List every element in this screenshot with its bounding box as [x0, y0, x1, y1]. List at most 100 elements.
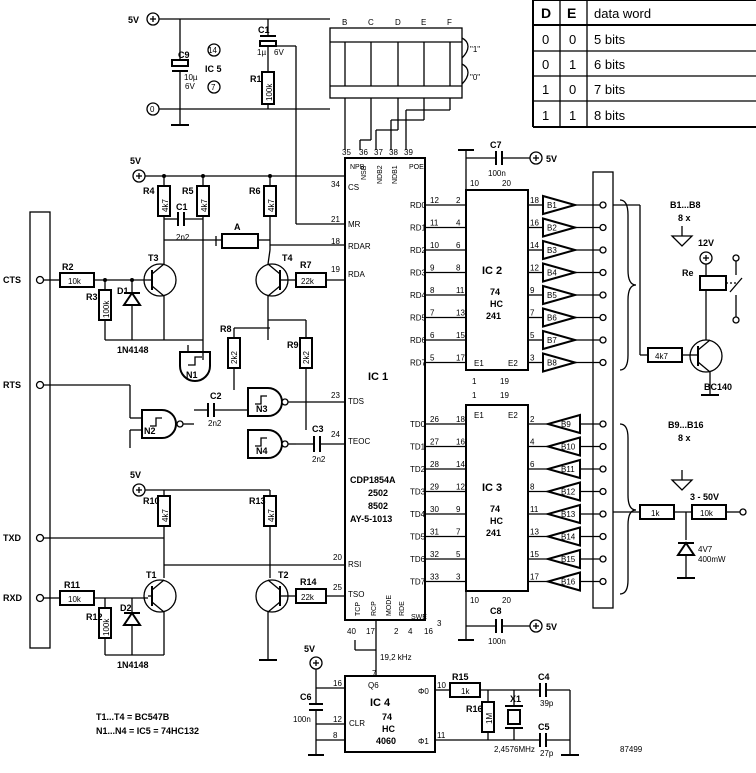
svg-text:C7: C7	[490, 140, 502, 150]
svg-text:10: 10	[470, 596, 479, 605]
buffer-label: B16	[561, 578, 576, 587]
ic1-part: 8502	[368, 501, 388, 511]
svg-text:2k2: 2k2	[302, 351, 311, 364]
ic1-top-pin-num: 37	[374, 148, 383, 157]
switch-d-label: D	[395, 18, 401, 27]
buffer-triangle-icon	[542, 194, 579, 216]
svg-text:4k7: 4k7	[655, 352, 668, 361]
svg-text:TCP: TCP	[355, 602, 362, 616]
ic3-in-pin: 3	[456, 573, 461, 582]
svg-text:8 x: 8 x	[678, 433, 691, 443]
rd-pin-num: 12	[430, 196, 439, 205]
tx-section: 5V R10 R13 4k7 4k7 R11 10k R12 100k D2 1…	[44, 470, 345, 670]
rd-pin-num: 5	[430, 354, 435, 363]
td-pin-label: TD6	[410, 555, 426, 564]
t4: T4 R7 22k	[255, 249, 345, 340]
ic3-out-pin: 13	[530, 528, 539, 537]
buffer-triangle-icon	[542, 284, 579, 306]
table-cell: 0	[542, 32, 549, 47]
svg-text:C6: C6	[300, 692, 312, 702]
svg-text:25: 25	[333, 583, 342, 592]
buffer-triangle-icon	[542, 217, 579, 238]
buffer-triangle-icon	[542, 352, 579, 373]
svg-text:12V: 12V	[698, 238, 714, 248]
svg-text:E1: E1	[474, 359, 484, 368]
svg-text:23: 23	[331, 391, 340, 400]
td-pin-label: TD0	[410, 420, 426, 429]
ic5-label: IC 5	[205, 64, 222, 74]
ic3-in-pin: 9	[456, 505, 461, 514]
ic1-part: AY-5-1013	[350, 514, 392, 524]
svg-text:4060: 4060	[376, 736, 396, 746]
rx-pullups: R4 R5 R6 4k7 4k7 4k7 C1 2n2 A	[143, 176, 345, 360]
svg-text:N2: N2	[144, 426, 156, 436]
svg-text:5V: 5V	[546, 622, 557, 632]
truth-table: D E data word 0 0 5 bits 0 1 6 bits 1 0 …	[532, 0, 756, 128]
buffer-triangle-icon	[542, 307, 579, 328]
ic2-out-pin: 14	[530, 241, 539, 250]
ic3-out-pin: 6	[530, 460, 535, 469]
rd-pin-label: RD4	[410, 291, 427, 300]
svg-text:C8: C8	[490, 606, 502, 616]
ic1-part: 2502	[368, 488, 388, 498]
svg-text:E2: E2	[508, 411, 518, 420]
svg-text:1M: 1M	[485, 713, 494, 724]
table-header-d: D	[541, 5, 551, 21]
table-cell: 6 bits	[594, 57, 626, 72]
td-pin-num: 27	[430, 438, 439, 447]
svg-text:4k7: 4k7	[161, 199, 170, 212]
svg-text:2n2: 2n2	[176, 233, 190, 242]
svg-text:100n: 100n	[293, 715, 311, 724]
table-header-e: E	[567, 5, 576, 21]
svg-text:3: 3	[437, 619, 442, 628]
svg-text:Re: Re	[682, 268, 694, 278]
buffer-label: B8	[547, 359, 557, 368]
td-pin-label: TD5	[410, 533, 426, 542]
svg-text:RSI: RSI	[348, 560, 361, 569]
ic3-in-pin: 12	[456, 483, 465, 492]
connector-pin	[599, 223, 607, 232]
connector-pin	[599, 291, 607, 299]
svg-text:IC 3: IC 3	[482, 482, 502, 494]
svg-text:74: 74	[490, 504, 500, 514]
svg-text:IC 2: IC 2	[482, 265, 502, 277]
svg-text:39p: 39p	[540, 699, 554, 708]
svg-text:X1: X1	[510, 694, 521, 704]
svg-text:27p: 27p	[540, 749, 554, 758]
buffer-label: B7	[547, 336, 557, 345]
svg-text:R8: R8	[220, 324, 232, 334]
connector-pin	[599, 420, 607, 428]
switch-f-label: F	[447, 18, 452, 27]
svg-text:HC: HC	[490, 516, 503, 526]
left-connector: CTS RTS TXD RXD	[3, 211, 51, 649]
ic4: 5V C6 100n 16 7 12 8 10 11 Q6 CLR Φ0 Φ1 …	[293, 620, 579, 758]
c1-top-voltage: 6V	[274, 48, 284, 57]
connector-pin	[599, 358, 607, 367]
svg-text:17: 17	[366, 627, 375, 636]
table-cell: 0	[569, 32, 576, 47]
buffer-label: B11	[561, 465, 575, 474]
svg-text:C5: C5	[538, 722, 550, 732]
ic1-top-pin-name: POE	[409, 164, 424, 171]
svg-text:4k7: 4k7	[200, 199, 209, 212]
svg-text:R10: R10	[143, 496, 160, 506]
svg-text:2k2: 2k2	[230, 351, 239, 364]
buffer-label: B15	[561, 555, 576, 564]
table-cell: 0	[542, 57, 549, 72]
svg-text:4k7: 4k7	[161, 509, 170, 522]
table-header-data-word: data word	[594, 6, 651, 21]
svg-text:10k: 10k	[68, 277, 82, 286]
vcc-ic1-label: 5V	[130, 156, 141, 166]
buffer-label: B5	[547, 291, 557, 300]
svg-text:R12: R12	[86, 612, 103, 622]
svg-text:1: 1	[472, 377, 477, 386]
td-pin-label: TD7	[410, 578, 426, 587]
rd-pin-label: RD5	[410, 314, 427, 323]
svg-text:11: 11	[437, 731, 446, 740]
svg-text:R5: R5	[182, 186, 194, 196]
svg-text:C1: C1	[176, 202, 188, 212]
